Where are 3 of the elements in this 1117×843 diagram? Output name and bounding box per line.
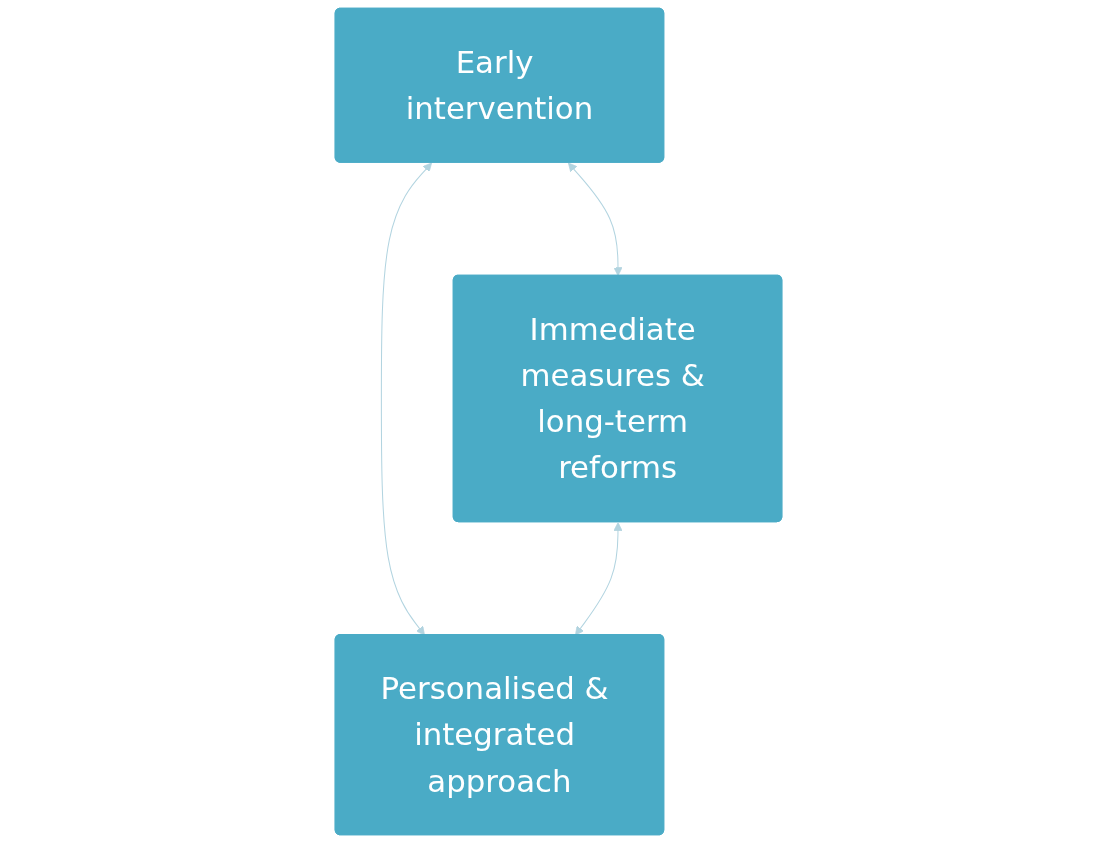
arrow xyxy=(380,162,432,636)
arrow xyxy=(567,162,623,277)
arrow xyxy=(575,522,623,636)
